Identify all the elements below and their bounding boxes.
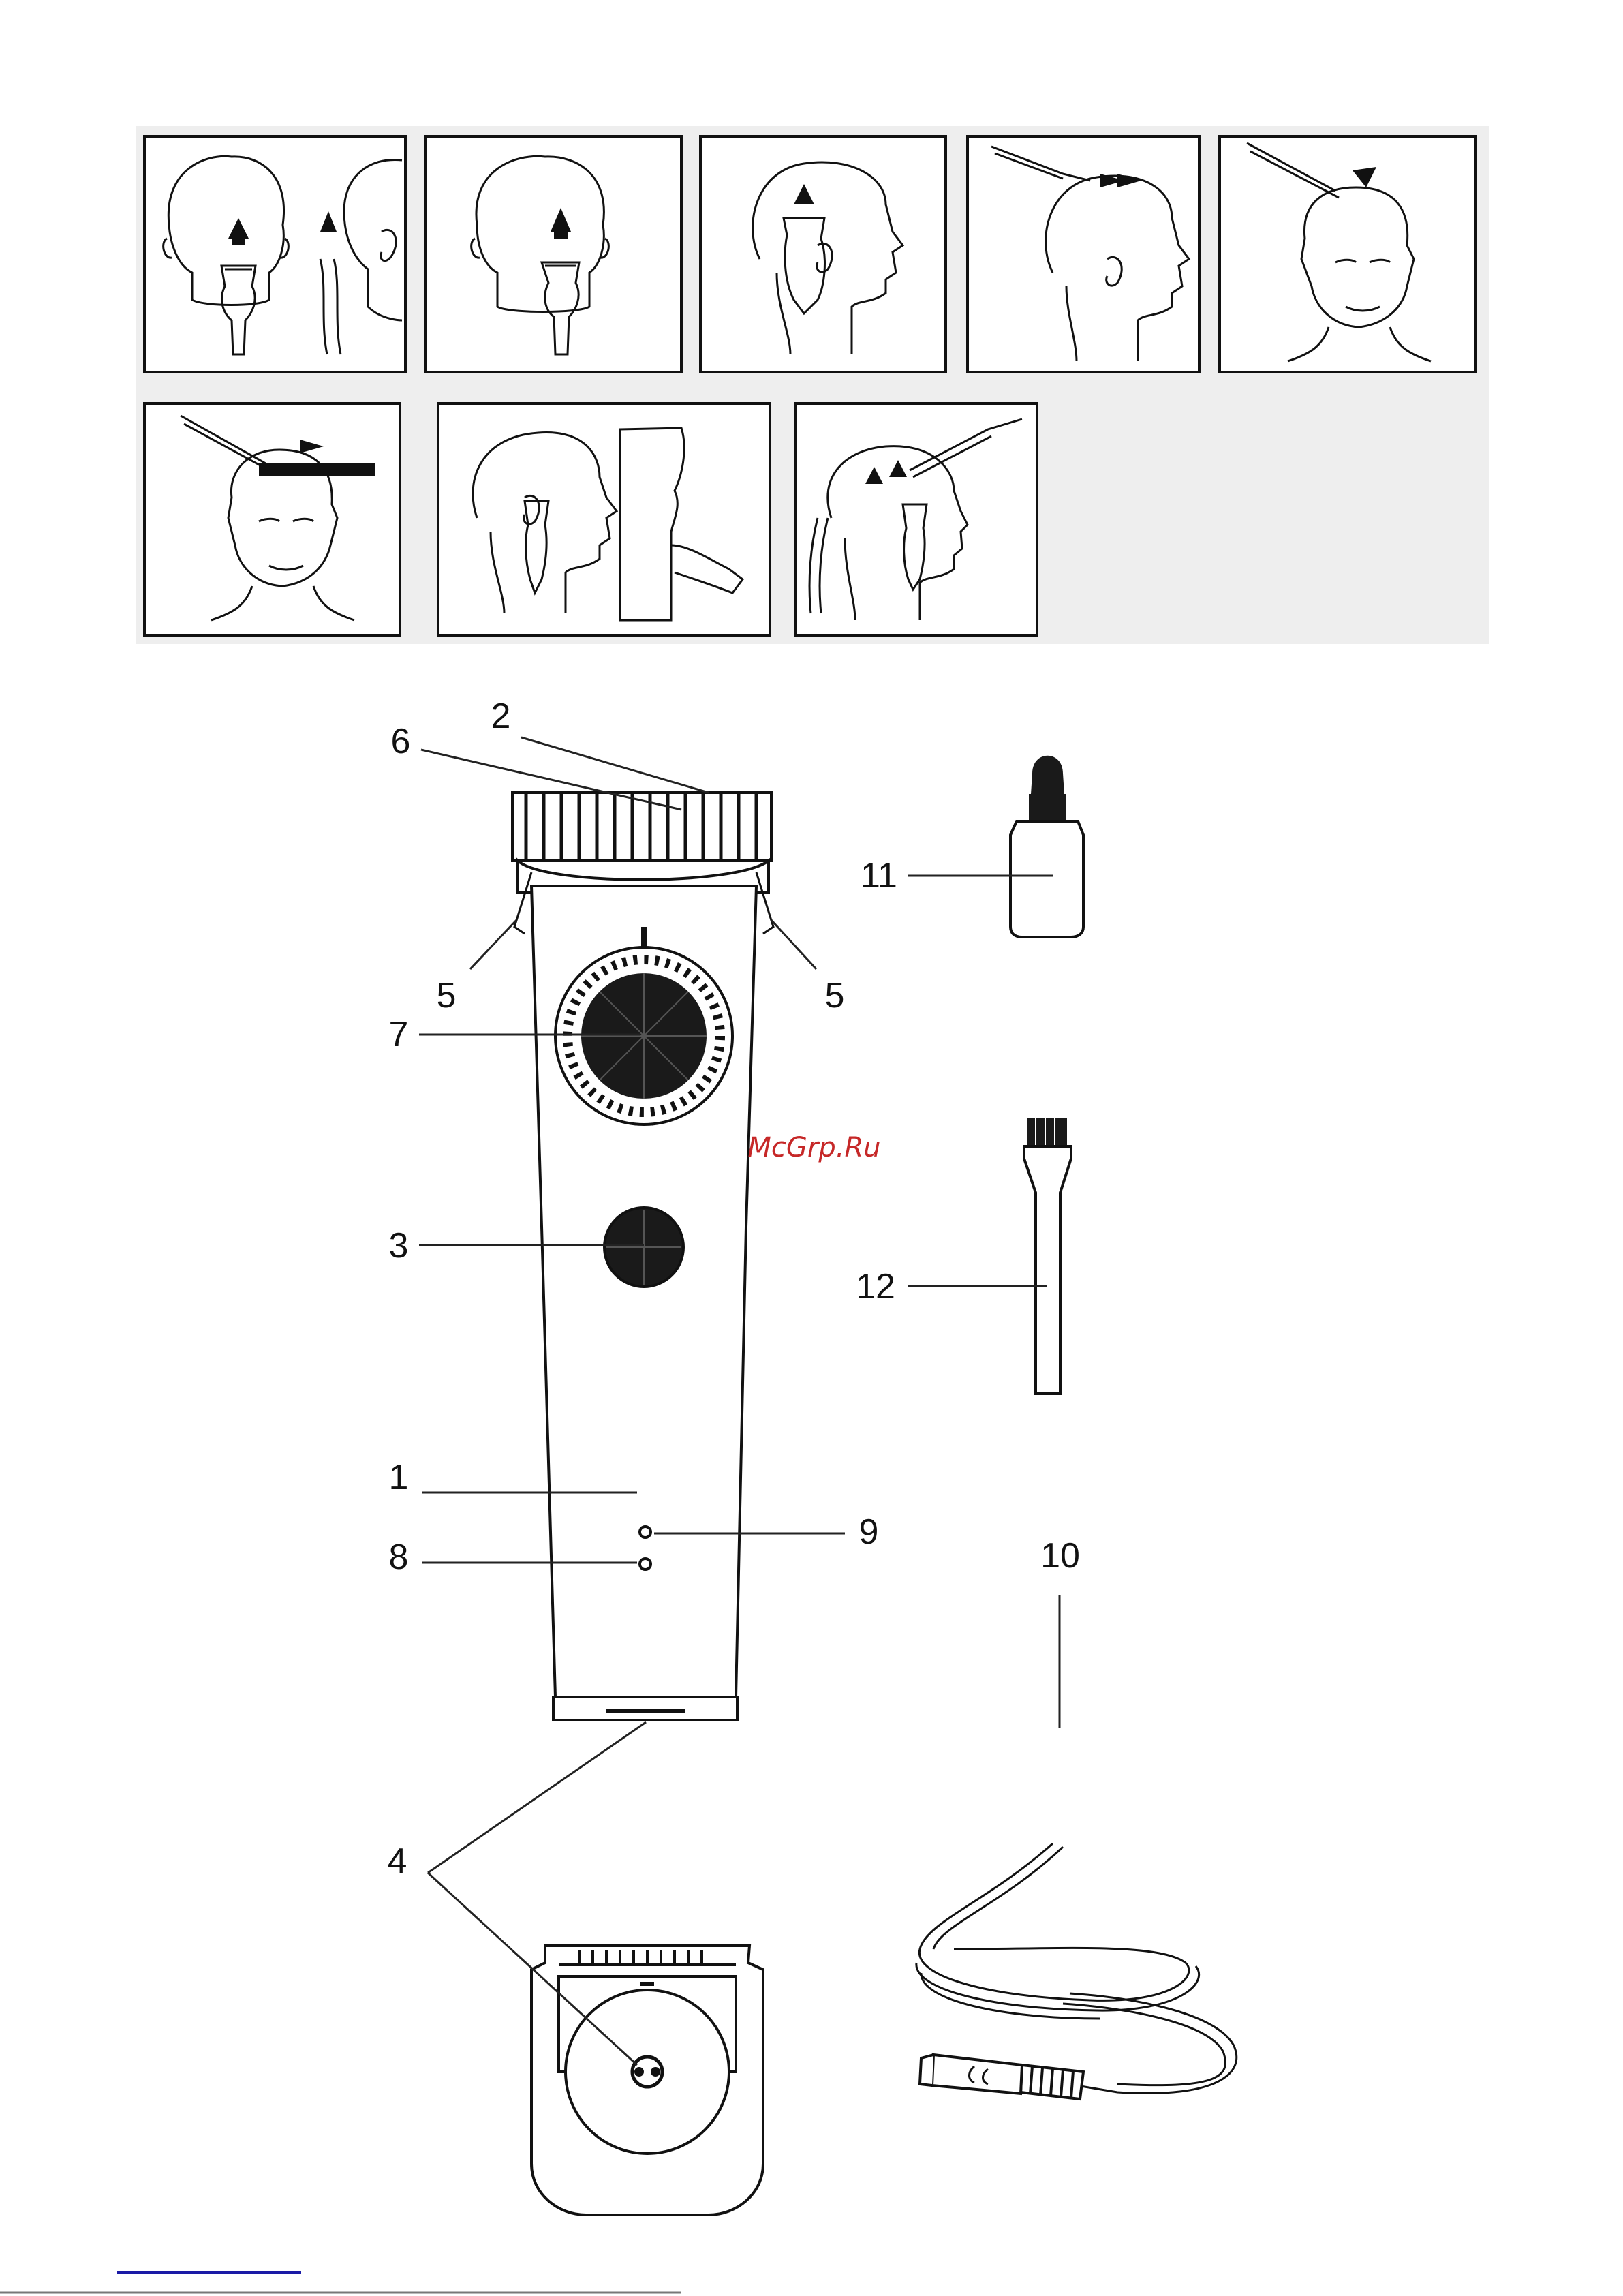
panel-side-and-neckline	[438, 403, 770, 635]
panel-side-of-head	[700, 136, 946, 372]
panel-top-side-comb	[968, 136, 1199, 372]
callout-8: 8	[389, 1537, 409, 1577]
panel-front-flat-comb	[144, 403, 400, 635]
callout-11: 11	[861, 856, 897, 896]
panel-back-of-head	[426, 136, 681, 372]
callout-2: 2	[491, 697, 511, 736]
callout-12: 12	[856, 1267, 895, 1306]
callout-3: 3	[389, 1226, 409, 1266]
callout-5-right: 5	[825, 976, 845, 1015]
callout-1: 1	[389, 1458, 409, 1497]
panel-back-side-with-comb	[795, 403, 1037, 635]
callout-9: 9	[859, 1512, 879, 1552]
panel-front-top-comb	[1220, 136, 1475, 372]
callout-10: 10	[1040, 1536, 1080, 1576]
watermark-text: McGrp.Ru	[747, 1132, 880, 1163]
callout-5-left: 5	[437, 976, 457, 1015]
clipper-main-body	[512, 793, 773, 1720]
callout-4: 4	[388, 1841, 407, 1881]
callout-7: 7	[389, 1015, 409, 1054]
panel-back-of-head-and-side-neck	[144, 136, 405, 372]
callout-6: 6	[391, 722, 411, 761]
clipper-base-detail	[531, 1946, 763, 2215]
